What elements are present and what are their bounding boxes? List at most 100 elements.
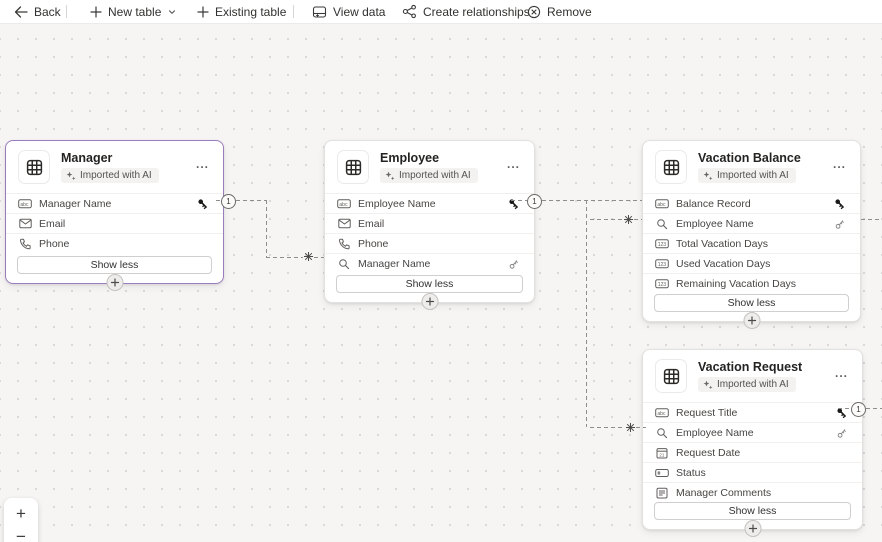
field-label: Manager Comments — [676, 486, 772, 499]
view-data-button[interactable]: View data — [312, 0, 385, 23]
toolbar: Back New table Existing table View data … — [0, 0, 882, 24]
table-icon — [337, 150, 369, 184]
table-card-vacation-request[interactable]: Vacation Request Imported with AI ... ab… — [642, 349, 863, 537]
field-label: Phone — [358, 237, 389, 250]
date-field-icon: 21 — [655, 447, 669, 459]
table-icon — [655, 359, 687, 393]
show-less-button[interactable]: Show less — [654, 294, 849, 312]
table-designer-canvas[interactable]: 1 1 1 Manager Imported with AI ... — [0, 23, 882, 542]
field-row[interactable]: Status — [643, 462, 862, 482]
show-less-button[interactable]: Show less — [654, 502, 851, 520]
field-label: Employee Name — [358, 197, 436, 210]
relationship-line — [590, 427, 625, 428]
field-row[interactable]: 123 Remaining Vacation Days — [643, 273, 860, 293]
existing-table-label: Existing table — [215, 4, 287, 19]
phone-icon — [337, 238, 351, 250]
field-row[interactable]: Employee Name — [643, 422, 862, 442]
text-field-icon: abc — [655, 197, 669, 210]
field-label: Phone — [39, 237, 70, 250]
field-row[interactable]: 123 Used Vacation Days — [643, 253, 860, 273]
table-card-manager[interactable]: Manager Imported with AI ... abc Manager… — [5, 140, 224, 291]
field-row[interactable]: Email — [325, 213, 534, 233]
phone-icon — [18, 238, 32, 250]
lookup-icon — [337, 258, 351, 270]
number-field-icon: 123 — [655, 277, 669, 290]
remove-button[interactable]: Remove — [527, 0, 592, 23]
field-list: abc Manager Name Email Phone — [6, 193, 223, 253]
choice-field-icon — [655, 467, 669, 479]
add-field-button[interactable] — [743, 312, 760, 329]
field-row[interactable]: abc Balance Record — [643, 193, 860, 213]
badge-label: Imported with AI — [717, 379, 789, 390]
view-data-label: View data — [333, 4, 386, 19]
remove-label: Remove — [547, 4, 592, 19]
card-header: Manager Imported with AI ... — [6, 141, 223, 191]
back-arrow-icon — [14, 5, 28, 18]
badge-label: Imported with AI — [399, 170, 471, 181]
field-label: Employee Name — [676, 426, 754, 439]
remove-circle-icon — [527, 5, 541, 18]
card-menu-button[interactable]: ... — [834, 366, 848, 380]
field-label: Employee Name — [676, 217, 754, 230]
add-field-button[interactable] — [744, 520, 761, 537]
field-row[interactable]: abc Employee Name — [325, 193, 534, 213]
field-row[interactable]: Phone — [325, 233, 534, 253]
number-field-icon: 123 — [655, 237, 669, 250]
relationship-line — [861, 219, 882, 220]
field-row[interactable]: abc Manager Name — [6, 193, 223, 213]
field-row[interactable]: Employee Name — [643, 213, 860, 233]
field-list: abc Request Title Employee Name 21 Reque… — [643, 402, 862, 502]
table-title: Manager — [61, 151, 113, 165]
zoom-out-button[interactable]: − — [16, 527, 26, 542]
field-row[interactable]: Phone — [6, 233, 223, 253]
ai-sparkle-icon — [385, 171, 395, 180]
card-header: Vacation Request Imported with AI ... — [643, 350, 862, 400]
zoom-in-button[interactable]: + — [16, 504, 26, 523]
svg-text:123: 123 — [658, 262, 667, 268]
field-row[interactable]: Email — [6, 213, 223, 233]
email-icon — [337, 218, 351, 229]
primary-key-icon — [834, 198, 846, 210]
field-label: Email — [39, 217, 66, 230]
plus-icon — [425, 297, 434, 306]
card-menu-button[interactable]: ... — [506, 157, 520, 171]
show-less-button[interactable]: Show less — [17, 256, 212, 274]
field-row[interactable]: Manager Name — [325, 253, 534, 273]
table-card-vacation-balance[interactable]: Vacation Balance Imported with AI ... ab… — [642, 140, 861, 329]
primary-key-icon — [508, 198, 520, 210]
primary-key-icon — [197, 198, 209, 210]
back-button[interactable]: Back — [14, 0, 61, 23]
relationship-line — [542, 200, 642, 201]
create-relationships-button[interactable]: Create relationships — [402, 0, 530, 23]
primary-key-icon — [836, 407, 848, 419]
card-menu-button[interactable]: ... — [195, 157, 209, 171]
table-card-employee[interactable]: Employee Imported with AI ... abc Employ… — [324, 140, 535, 310]
field-label: Remaining Vacation Days — [676, 277, 797, 290]
add-field-button[interactable] — [106, 274, 123, 291]
show-less-button[interactable]: Show less — [336, 275, 523, 293]
field-row[interactable]: 21 Request Date — [643, 442, 862, 462]
field-label: Request Title — [676, 406, 738, 419]
ai-sparkle-icon — [703, 380, 713, 389]
plus-icon — [197, 5, 209, 18]
many-marker-icon — [626, 422, 635, 432]
field-row[interactable]: Manager Comments — [643, 482, 862, 502]
imported-with-ai-badge: Imported with AI — [380, 168, 478, 183]
email-icon — [18, 218, 32, 229]
back-label: Back — [34, 4, 61, 19]
field-row[interactable]: abc Request Title — [643, 402, 862, 422]
field-label: Used Vacation Days — [676, 257, 771, 270]
lookup-key-icon — [508, 258, 520, 270]
new-table-button[interactable]: New table — [90, 0, 177, 23]
card-header: Vacation Balance Imported with AI ... — [643, 141, 860, 191]
add-field-button[interactable] — [421, 293, 438, 310]
card-menu-button[interactable]: ... — [832, 157, 846, 171]
lookup-icon — [655, 427, 669, 439]
field-row[interactable]: 123 Total Vacation Days — [643, 233, 860, 253]
field-label: Manager Name — [358, 257, 431, 270]
zoom-controls: + − — [4, 498, 38, 542]
ai-sparkle-icon — [703, 171, 713, 180]
imported-with-ai-badge: Imported with AI — [698, 377, 796, 392]
lookup-key-icon — [834, 218, 846, 230]
existing-table-button[interactable]: Existing table — [197, 0, 286, 23]
